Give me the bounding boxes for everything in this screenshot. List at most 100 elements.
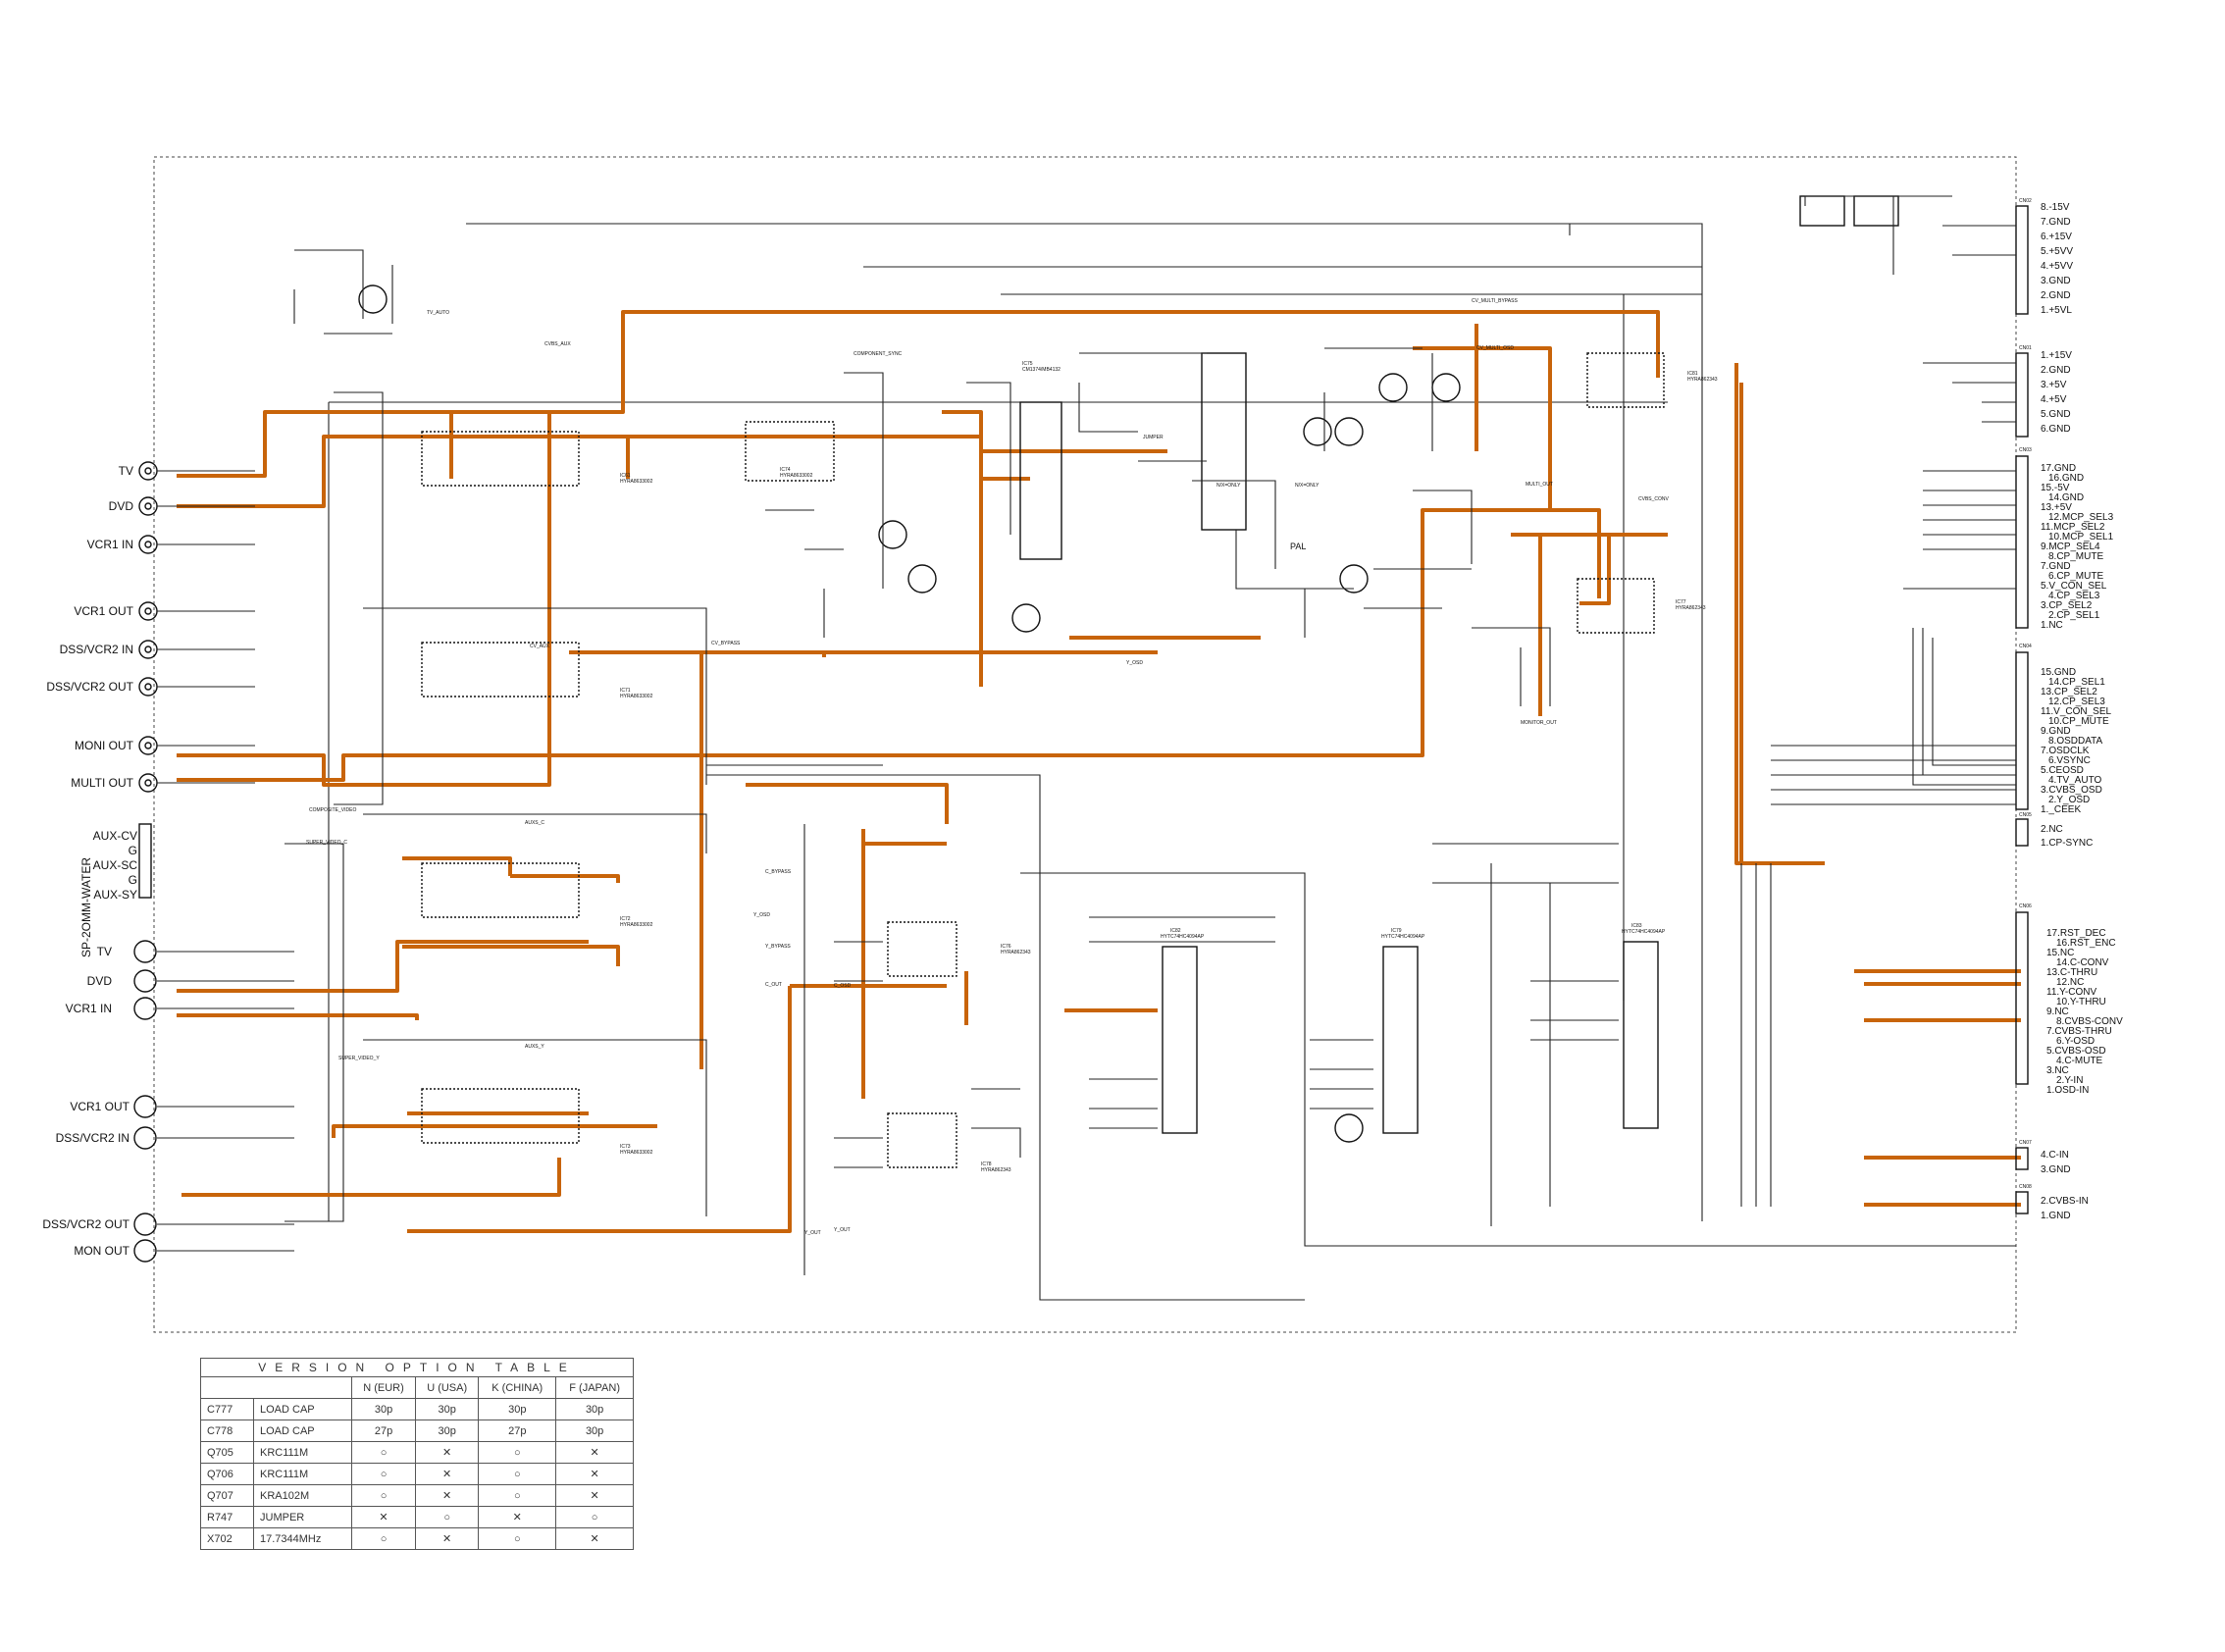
pin-label: 13.C-THRU — [2046, 967, 2097, 978]
pin-label: 15.NC — [2046, 948, 2074, 958]
column-header: K (CHINA) — [478, 1376, 557, 1399]
pin-label: 12.MCP_SEL3 — [2048, 512, 2114, 523]
net-label: CV_MULTI_OSD — [1476, 345, 1514, 351]
connector-ref: CN06 — [2019, 903, 2032, 909]
pin-label: 1.+5VL — [2041, 305, 2072, 316]
pin-label: 11.Y-CONV — [2046, 987, 2096, 998]
pin-label: 14.GND — [2048, 492, 2084, 503]
note-label: PAL — [1290, 542, 1306, 551]
misc-annotations: N/X=ONLY N/X=ONLY PAL Y_OSD Y_OUT JUMPER — [804, 435, 1319, 1236]
pin-label: 13.CP_SEL2 — [2041, 687, 2097, 697]
aux-label-sc: AUX-SC — [93, 858, 138, 872]
table-row: C777 LOAD CAP 30p 30p 30p 30p — [200, 1398, 634, 1420]
row-ref: Q707 — [200, 1484, 254, 1507]
note-label: JUMPER — [1143, 435, 1164, 440]
ic-part: HYRA8633002 — [620, 479, 653, 485]
net-label: CV_AUX — [530, 644, 550, 649]
pin-label: 1.NC — [2041, 620, 2063, 631]
connector-ref: CN01 — [2019, 345, 2032, 351]
cell-value: 30p — [555, 1398, 634, 1420]
cell-value: 27p — [350, 1420, 417, 1442]
pin-label: 8.-15V — [2041, 202, 2070, 213]
ic-ref: IC81 — [1687, 371, 1698, 377]
cell-value: 30p — [415, 1398, 480, 1420]
row-desc: KRC111M — [253, 1441, 352, 1464]
connector-ref: CN08 — [2019, 1184, 2032, 1190]
connector-cn04: CN04 15.GND 14.CP_SEL1 13.CP_SEL2 12.CP_… — [2019, 644, 2112, 815]
pin-label: 2.NC — [2041, 824, 2063, 835]
jack-label-mon-out-s: MON OUT — [74, 1244, 129, 1258]
pin-label: 1.+15V — [2041, 350, 2072, 361]
pin-label: 6.CP_MUTE — [2048, 571, 2103, 582]
row-desc: KRC111M — [253, 1463, 352, 1485]
version-table-title: VERSION OPTION TABLE — [200, 1358, 634, 1377]
pin-label: 3.NC — [2046, 1065, 2069, 1076]
jack-label-vcr1-out: VCR1 OUT — [74, 604, 133, 618]
jack-label-dss-vcr2-out: DSS/VCR2 OUT — [46, 680, 133, 694]
version-option-table: VERSION OPTION TABLE N (EUR) U (USA) K (… — [200, 1358, 634, 1550]
pin-label: 2.CP_SEL1 — [2048, 610, 2100, 621]
net-label: COMPONENT_SYNC — [854, 351, 903, 357]
cell-value: ✕ — [555, 1484, 634, 1507]
net-label: Y_OUT — [834, 1227, 851, 1233]
column-header: U (USA) — [415, 1376, 480, 1399]
pin-label: 7.OSDCLK — [2041, 746, 2090, 756]
jack-label-dss-vcr2-out-s: DSS/VCR2 OUT — [42, 1217, 129, 1231]
aux-labels: AUX-CV G AUX-SC G AUX-SY — [93, 829, 138, 902]
pin-label: 6.VSYNC — [2048, 755, 2091, 766]
pin-label: 2.GND — [2041, 365, 2071, 376]
pin-label: 4.C-IN — [2041, 1150, 2069, 1161]
cell-value: ○ — [350, 1463, 417, 1485]
pin-label: 8.CVBS-CONV — [2056, 1016, 2123, 1027]
connector-cn07: CN07 4.C-IN 3.GND — [2019, 1140, 2071, 1175]
pin-label: 5.+5VV — [2041, 246, 2073, 257]
pin-label: 2.Y_OSD — [2048, 795, 2090, 805]
pin-label: 9.GND — [2041, 726, 2071, 737]
pin-label: 3.CP_SEL2 — [2041, 600, 2093, 611]
net-label: CVBS_AUX — [544, 341, 571, 347]
ic-part: HYRA8633002 — [620, 1150, 653, 1156]
board-vertical-label: SP-2OMM-WATER — [79, 857, 93, 957]
jack-label-dvd-s: DVD — [87, 974, 113, 988]
pin-label: 11.MCP_SEL2 — [2041, 522, 2105, 533]
pin-label: 17.RST_DEC — [2046, 928, 2106, 939]
cell-value: ✕ — [415, 1463, 480, 1485]
net-label: CVBS_CONV — [1638, 496, 1670, 502]
cell-value: ○ — [478, 1527, 557, 1550]
net-label: Y_OSD — [753, 912, 770, 918]
jack-label-tv: TV — [119, 464, 133, 478]
row-desc: LOAD CAP — [253, 1398, 352, 1420]
cell-value: ✕ — [415, 1484, 480, 1507]
connector-cn05: CN05 2.NC 1.CP-SYNC — [2019, 812, 2093, 849]
cell-value: ○ — [478, 1441, 557, 1464]
net-label: AUXS_Y — [525, 1044, 544, 1050]
note-label: N/X=ONLY — [1295, 483, 1319, 489]
pin-label: 16.GND — [2048, 473, 2084, 484]
aux-label-g2: G — [129, 873, 137, 887]
table-corner-cell — [200, 1376, 352, 1399]
row-ref: C778 — [200, 1420, 254, 1442]
pin-label: 4.+5VV — [2041, 261, 2073, 272]
net-label: Y_BYPASS — [765, 944, 791, 950]
ic-part: HYRA8633002 — [620, 694, 653, 699]
pin-label: 6.+15V — [2041, 232, 2072, 242]
cell-value: ✕ — [350, 1506, 417, 1528]
ic-ref: IC71 — [620, 688, 631, 694]
ic-ref: IC72 — [620, 916, 631, 922]
pin-label: 4.TV_AUTO — [2048, 775, 2101, 786]
net-label: TV_AUTO — [427, 310, 449, 316]
ic-part: HYRA862343 — [1676, 605, 1706, 611]
aux-label-g1: G — [129, 844, 137, 857]
net-label: CV_MULTI_BYPASS — [1472, 298, 1518, 304]
cell-value: ○ — [478, 1484, 557, 1507]
ic-labels: IC61 HYRA8633002 IC71 HYRA8633002 IC72 H… — [620, 361, 1718, 1173]
net-label: CV_BYPASS — [711, 641, 741, 646]
jack-label-dss-vcr2-in-s: DSS/VCR2 IN — [56, 1131, 129, 1145]
pin-label: 8.CP_MUTE — [2048, 551, 2103, 562]
ic-part: HYRA8633002 — [620, 922, 653, 928]
ic-part: CM1374/MB4132 — [1022, 367, 1061, 373]
ic-part: HYRA8633002 — [780, 473, 813, 479]
jack-label-dss-vcr2-in: DSS/VCR2 IN — [60, 643, 133, 656]
cell-value: 30p — [555, 1420, 634, 1442]
jack-symbol-group — [133, 461, 158, 1263]
